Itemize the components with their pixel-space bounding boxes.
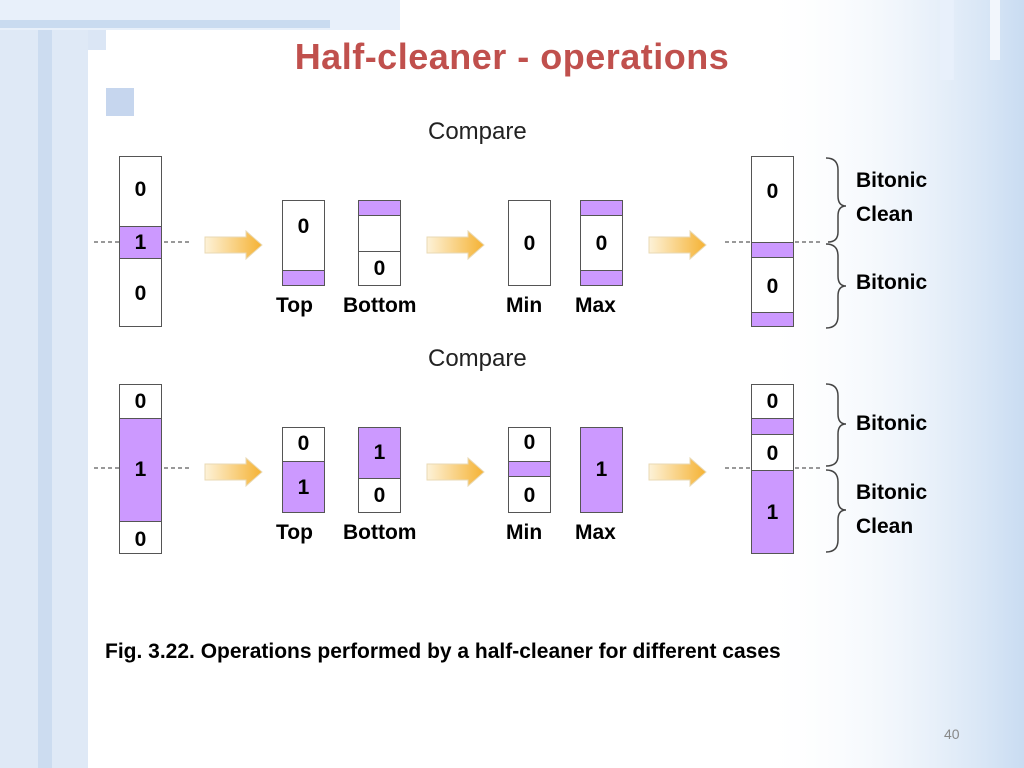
right-arrow-icon — [648, 456, 707, 488]
bottom-value: 1 — [373, 441, 386, 464]
bitonic-label: Bitonic — [856, 271, 928, 294]
output-highlight — [751, 312, 794, 327]
figure-caption: Fig. 3.22. Operations performed by a hal… — [105, 640, 781, 663]
bottom-cell — [358, 251, 401, 286]
bitonic-clean-label: Bitonic — [856, 481, 928, 504]
output-value: 0 — [766, 180, 779, 203]
output-column — [751, 156, 794, 327]
input-value: 0 — [134, 178, 147, 201]
output-value: 0 — [766, 442, 779, 465]
right-arrow-icon — [204, 456, 263, 488]
min-value: 0 — [523, 431, 536, 454]
input-value: 0 — [134, 390, 147, 413]
input-value: 0 — [134, 282, 147, 305]
input-middle-highlight — [119, 418, 162, 522]
output-highlight — [751, 470, 794, 554]
compare-label: Compare — [428, 118, 527, 145]
right-arrow-icon — [426, 456, 485, 488]
right-arrow-icon — [426, 229, 485, 261]
max-value: 1 — [595, 458, 608, 481]
min-label: Min — [506, 521, 543, 544]
min-label: Min — [506, 294, 543, 317]
bottom-label: Bottom — [343, 294, 417, 317]
right-arrow-icon — [648, 229, 707, 261]
curly-brace-icon — [825, 469, 847, 553]
page-number: 40 — [944, 726, 960, 742]
bottom-highlight — [358, 427, 401, 479]
bottom-label: Bottom — [343, 521, 417, 544]
slide-title: Half-cleaner - operations — [294, 36, 730, 77]
max-label: Max — [575, 521, 616, 544]
max-label: Max — [575, 294, 616, 317]
bottom-value: 0 — [373, 484, 386, 507]
max-highlight — [580, 270, 623, 286]
output-highlight — [751, 418, 794, 435]
input-value: 1 — [134, 231, 147, 254]
min-half — [508, 200, 551, 286]
bitonic-label: Bitonic — [856, 412, 928, 435]
curly-brace-icon — [825, 157, 847, 243]
min-value: 0 — [523, 484, 536, 507]
curly-brace-icon — [825, 383, 847, 467]
min-highlight — [508, 461, 551, 477]
input-value: 0 — [134, 528, 147, 551]
bottom-highlight — [358, 200, 401, 216]
top-highlight — [282, 461, 325, 513]
top-value: 1 — [297, 476, 310, 499]
top-label: Top — [276, 521, 313, 544]
top-value: 0 — [297, 432, 310, 455]
bitonic-clean-label: Clean — [856, 515, 914, 538]
top-value: 0 — [297, 215, 310, 238]
input-middle-highlight — [119, 226, 162, 259]
max-highlight — [580, 200, 623, 216]
right-arrow-icon — [204, 229, 263, 261]
curly-brace-icon — [825, 243, 847, 329]
max-half — [580, 427, 623, 513]
input-value: 1 — [134, 458, 147, 481]
max-value: 0 — [595, 232, 608, 255]
output-value: 0 — [766, 390, 779, 413]
output-value: 1 — [766, 501, 779, 524]
output-value: 0 — [766, 275, 779, 298]
top-highlight — [282, 270, 325, 286]
compare-label: Compare — [428, 345, 527, 372]
top-label: Top — [276, 294, 313, 317]
bitonic-clean-label: Clean — [856, 203, 914, 226]
output-highlight — [751, 242, 794, 258]
bitonic-clean-label: Bitonic — [856, 169, 928, 192]
min-value: 0 — [523, 232, 536, 255]
bottom-value: 0 — [373, 257, 386, 280]
